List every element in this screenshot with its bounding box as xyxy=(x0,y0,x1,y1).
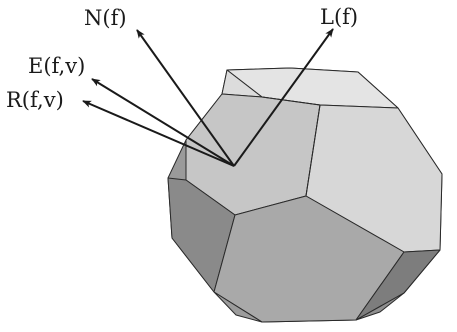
reflection-label: R(f,v) xyxy=(6,88,64,112)
vectors xyxy=(82,28,334,167)
light-label: L(f) xyxy=(320,5,358,29)
light-vector-arrow xyxy=(233,28,334,167)
dodecahedron xyxy=(167,67,443,323)
face-bottom-right xyxy=(355,292,405,321)
eye-vector-arrow xyxy=(91,78,235,167)
eye-label: E(f,v) xyxy=(28,54,85,78)
face-bottom-left xyxy=(213,291,263,323)
vector-labels: N(f) L(f) E(f,v) R(f,v) xyxy=(6,5,358,112)
reflection-vector-arrow xyxy=(82,100,235,167)
normal-vector-arrow xyxy=(136,29,235,167)
edge-upper xyxy=(261,96,321,106)
normal-label: N(f) xyxy=(84,6,127,30)
edge-middle xyxy=(305,104,321,197)
